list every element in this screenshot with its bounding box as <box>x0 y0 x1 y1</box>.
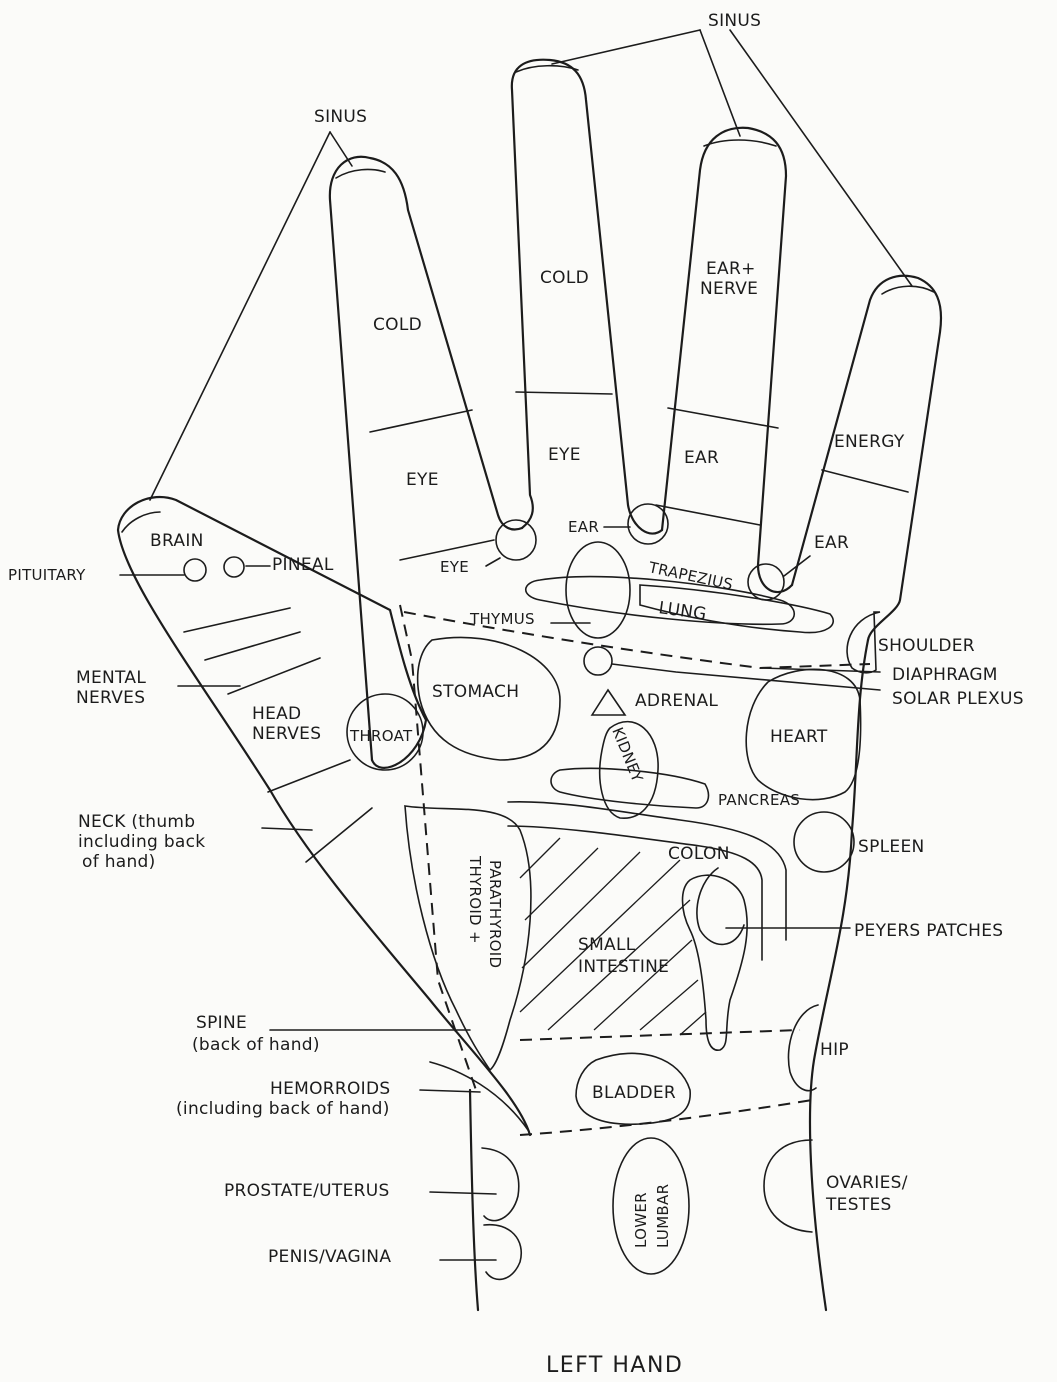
label-eye-index: EYE <box>406 470 439 490</box>
label-lower-lumbar-1: LOWER <box>632 1192 650 1248</box>
label-small-intestine-2: INTESTINE <box>578 957 669 977</box>
label-eye-web: EYE <box>440 558 469 576</box>
label-colon: COLON <box>668 844 730 864</box>
label-throat: THROAT <box>349 727 413 745</box>
label-cold-middle: COLD <box>540 268 589 288</box>
leader-lines <box>120 30 912 1260</box>
label-ear-small: EAR <box>568 518 599 536</box>
label-adrenal: ADRENAL <box>635 691 718 711</box>
label-energy: ENERGY <box>834 432 905 452</box>
label-prostate-uterus: PROSTATE/UTERUS <box>224 1181 390 1201</box>
label-penis-vagina: PENIS/VAGINA <box>268 1247 391 1267</box>
diagram-title: LEFT HAND <box>546 1353 683 1378</box>
label-head-nerves-1: HEAD <box>252 704 301 724</box>
label-thymus: THYMUS <box>469 610 535 628</box>
label-thyroid-1: THYROID + <box>466 855 484 944</box>
label-lung: LUNG <box>657 598 707 625</box>
label-pituitary: PITUITARY <box>8 566 86 584</box>
labels: SINUS SINUS COLD COLD EAR+ NERVE EYE EYE… <box>8 11 1024 1378</box>
label-stomach: STOMACH <box>432 682 519 702</box>
label-kidney: KIDNEY <box>608 725 646 786</box>
label-sinus-left: SINUS <box>314 107 367 127</box>
label-spine-2: (back of hand) <box>192 1035 320 1055</box>
label-trapezius: TRAPEZIUS <box>646 558 735 594</box>
label-peyers-patches: PEYERS PATCHES <box>854 921 1003 941</box>
label-hemorroids-2: (including back of hand) <box>176 1099 390 1119</box>
label-mental-nerves-2: NERVES <box>76 688 145 708</box>
label-neck-2: including back <box>78 832 205 852</box>
label-hemorroids-1: HEMORROIDS <box>270 1079 390 1099</box>
label-head-nerves-2: NERVES <box>252 724 321 744</box>
label-cold-index: COLD <box>373 315 422 335</box>
label-shoulder: SHOULDER <box>878 636 975 656</box>
label-pineal: PINEAL <box>272 555 334 575</box>
label-solar-plexus: SOLAR PLEXUS <box>892 689 1024 709</box>
label-spleen: SPLEEN <box>858 837 925 857</box>
label-spine-1: SPINE <box>196 1013 247 1033</box>
label-mental-nerves-1: MENTAL <box>76 668 146 688</box>
label-ovaries-testes-2: TESTES <box>825 1195 892 1215</box>
label-neck-1: NECK (thumb <box>78 812 195 832</box>
label-ear-nerve-2: NERVE <box>700 279 758 299</box>
label-ear-right: EAR <box>814 533 849 553</box>
label-bladder: BLADDER <box>592 1083 676 1103</box>
label-ear-nerve-1: EAR+ <box>706 259 756 279</box>
label-small-intestine-1: SMALL <box>578 935 636 955</box>
label-eye-middle: EYE <box>548 445 581 465</box>
label-brain: BRAIN <box>150 531 204 551</box>
label-pancreas: PANCREAS <box>718 791 800 809</box>
label-sinus-top: SINUS <box>708 11 761 31</box>
label-thyroid-2: PARATHYROID <box>486 860 504 968</box>
label-neck-3: of hand) <box>82 852 156 872</box>
label-ear-ring: EAR <box>684 448 719 468</box>
label-diaphragm: DIAPHRAGM <box>892 665 998 685</box>
label-hip: HIP <box>820 1040 849 1060</box>
label-heart: HEART <box>770 727 828 747</box>
label-lower-lumbar-2: LUMBAR <box>654 1184 672 1248</box>
label-ovaries-testes-1: OVARIES/ <box>826 1173 908 1193</box>
